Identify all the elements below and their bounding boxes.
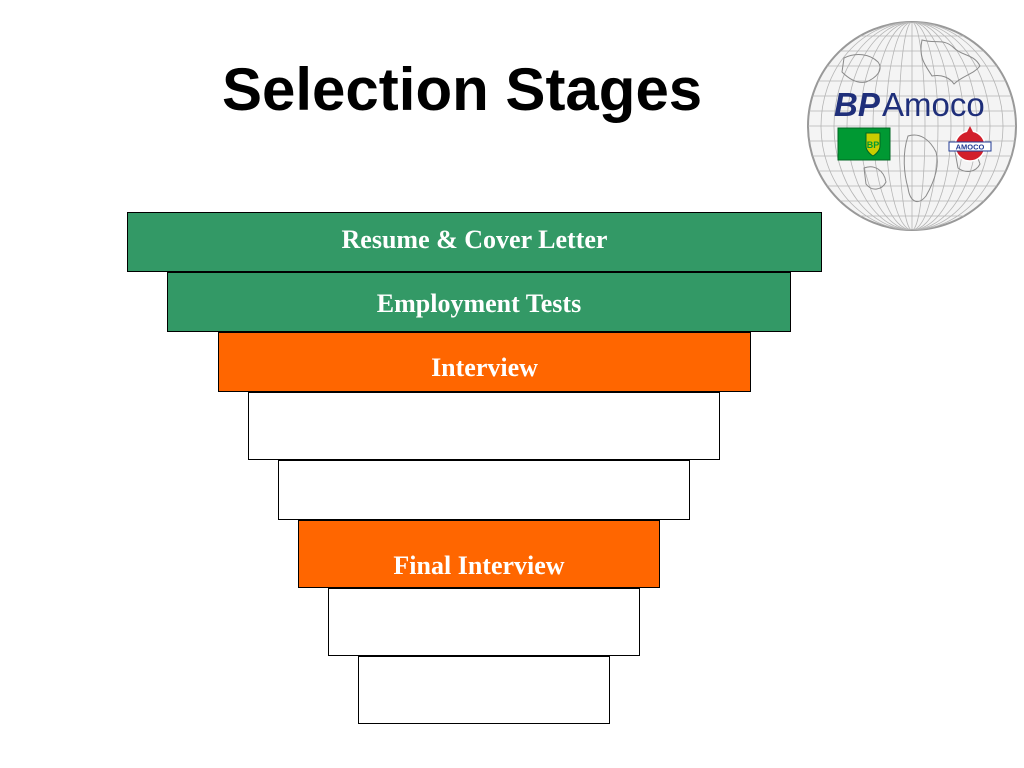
globe-grid: [808, 22, 1016, 230]
funnel-stage-label: Final Interview: [393, 551, 565, 580]
funnel-stage: Employment Tests: [167, 272, 791, 332]
bp-wordmark: BP: [834, 86, 881, 123]
amoco-torch-icon: AMOCO: [948, 126, 992, 162]
funnel-stage: [278, 460, 690, 520]
bp-badge-text: BP: [867, 140, 880, 150]
funnel-stage: Interview: [218, 332, 751, 392]
funnel-stage: [358, 656, 610, 724]
amoco-badge-text: AMOCO: [956, 143, 985, 152]
funnel-stage-label: Resume & Cover Letter: [341, 225, 608, 254]
funnel-stage: [328, 588, 640, 656]
bp-amoco-logo: BP Amoco BP AMOCO: [804, 18, 1020, 234]
funnel-stage: [248, 392, 720, 460]
funnel-stage-label: Interview: [431, 353, 538, 382]
slide-title: Selection Stages: [222, 56, 703, 123]
amoco-wordmark: Amoco: [882, 86, 985, 123]
globe-logo-icon: BP Amoco BP AMOCO: [807, 21, 1017, 231]
bp-shield-icon: BP: [837, 127, 891, 161]
funnel-stage: Final Interview: [298, 520, 660, 588]
funnel-stage: Resume & Cover Letter: [127, 212, 822, 272]
funnel-stage-label: Employment Tests: [376, 289, 582, 318]
